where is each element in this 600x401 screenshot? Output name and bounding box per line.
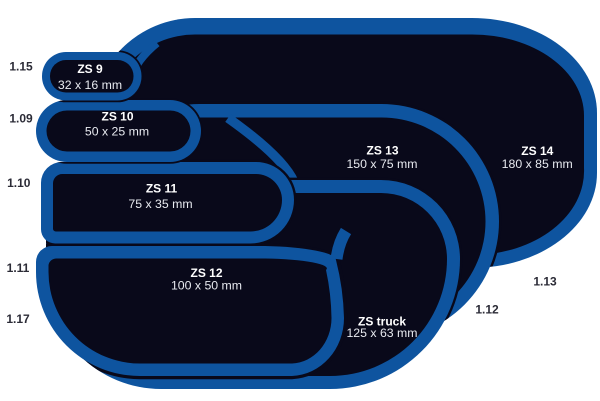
svg-text:1.10: 1.10 xyxy=(7,176,31,190)
svg-text:180 x 85 mm: 180 x 85 mm xyxy=(502,157,573,171)
svg-text:ZS 12: ZS 12 xyxy=(190,266,222,280)
svg-text:125 x 63 mm: 125 x 63 mm xyxy=(346,326,417,340)
svg-text:1.11: 1.11 xyxy=(7,261,30,275)
svg-text:ZS 13: ZS 13 xyxy=(366,143,398,157)
svg-text:ZS 14: ZS 14 xyxy=(521,144,553,158)
svg-text:1.12: 1.12 xyxy=(475,303,499,317)
svg-text:ZS 11: ZS 11 xyxy=(146,182,178,196)
svg-text:32 x 16 mm: 32 x 16 mm xyxy=(58,78,122,92)
svg-text:ZS 9: ZS 9 xyxy=(77,62,103,76)
svg-text:150 x 75 mm: 150 x 75 mm xyxy=(346,157,417,171)
svg-text:50 x 25 mm: 50 x 25 mm xyxy=(85,124,149,138)
svg-text:1.17: 1.17 xyxy=(6,312,30,326)
svg-text:75 x 35 mm: 75 x 35 mm xyxy=(128,197,192,211)
svg-text:100 x 50 mm: 100 x 50 mm xyxy=(171,279,242,293)
svg-text:1.09: 1.09 xyxy=(9,111,33,125)
svg-text:1.15: 1.15 xyxy=(9,59,33,73)
svg-text:ZS truck: ZS truck xyxy=(358,314,406,328)
svg-text:ZS 10: ZS 10 xyxy=(101,110,133,124)
svg-text:1.13: 1.13 xyxy=(533,275,557,289)
